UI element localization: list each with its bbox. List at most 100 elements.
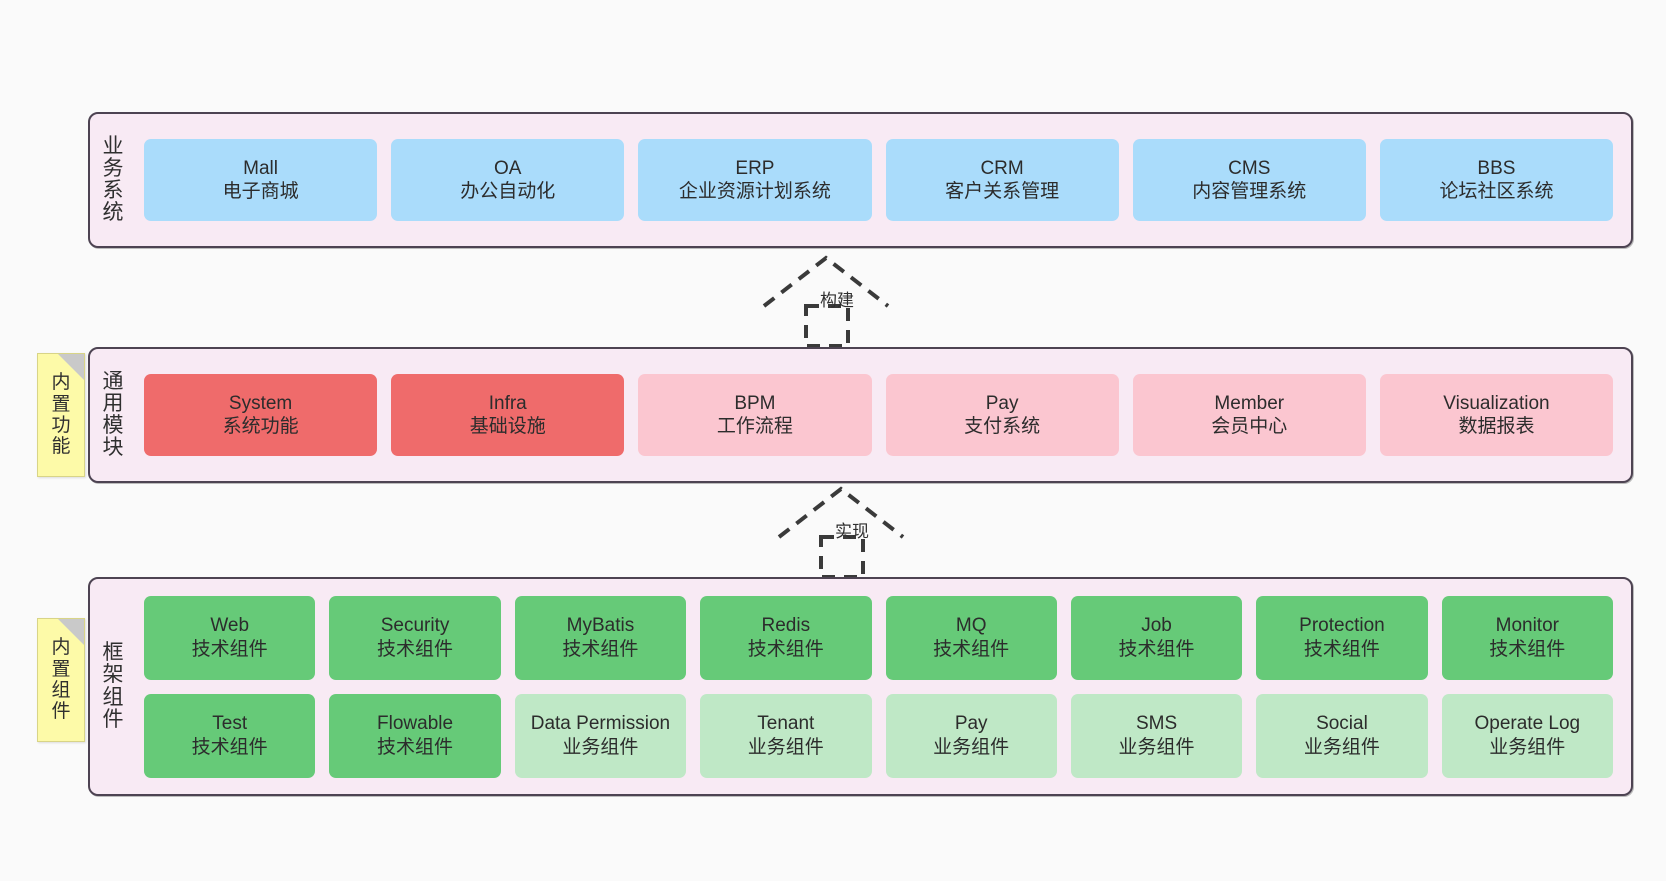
card-title: Redis: [761, 615, 811, 637]
card-protection[interactable]: Protection 技术组件: [1256, 595, 1428, 680]
card-subtitle: 技术组件: [377, 736, 454, 758]
card-subtitle: 技术组件: [191, 736, 268, 758]
card-system[interactable]: System 系统功能: [144, 374, 378, 456]
connector-implement: 实现: [777, 483, 927, 579]
card-title: BBS: [1477, 157, 1516, 179]
layer-business-systems: 业 务 系 统 Mall 电子商城 OA 办公自动化 ERP 企业资源计划系统: [88, 112, 1633, 248]
card-erp[interactable]: ERP 企业资源计划系统: [638, 139, 872, 221]
card-title: BPM: [734, 392, 776, 414]
card-title: Protection: [1299, 615, 1385, 637]
card-title: Visualization: [1443, 392, 1550, 414]
note-char: 置: [51, 393, 71, 415]
card-cms[interactable]: CMS 内容管理系统: [1132, 139, 1366, 221]
card-title: Infra: [488, 392, 527, 414]
card-mq[interactable]: MQ 技术组件: [885, 595, 1057, 680]
card-tenant[interactable]: Tenant 业务组件: [700, 693, 872, 778]
layer-body-common-modules: System 系统功能 Infra 基础设施 BPM 工作流程 Pay 支付系统…: [136, 349, 1631, 481]
card-title: MQ: [955, 615, 987, 637]
card-title: CMS: [1228, 157, 1271, 179]
card-title: Data Permission: [530, 713, 671, 735]
card-subtitle: 基础设施: [469, 416, 546, 437]
card-subtitle: 技术组件: [377, 638, 454, 660]
card-subtitle: 技术组件: [1489, 638, 1566, 660]
layer-title-char: 架: [102, 663, 124, 687]
layer-title-char: 框: [102, 641, 124, 664]
layer-title-char: 件: [102, 707, 124, 731]
card-title: Flowable: [377, 713, 454, 735]
card-subtitle: 业务组件: [562, 736, 639, 758]
card-title: Pay: [954, 713, 988, 735]
card-job[interactable]: Job 技术组件: [1070, 595, 1243, 680]
card-subtitle: 数据报表: [1458, 416, 1535, 437]
card-title: Security: [380, 615, 450, 637]
note-char: 组: [51, 680, 71, 701]
card-data-permission[interactable]: Data Permission 业务组件: [514, 693, 687, 778]
card-web[interactable]: Web 技术组件: [144, 595, 316, 680]
card-subtitle: 技术组件: [933, 638, 1010, 660]
card-crm[interactable]: CRM 客户关系管理: [885, 139, 1119, 221]
card-title: ERP: [735, 157, 775, 179]
card-subtitle: 电子商城: [222, 181, 299, 202]
dashed-arrow-up-icon: [762, 255, 890, 348]
card-pay-module[interactable]: Pay 支付系统: [885, 374, 1119, 456]
card-pay-component[interactable]: Pay 业务组件: [885, 693, 1057, 778]
layer-title-char: 统: [102, 201, 124, 225]
card-row: Test 技术组件 Flowable 技术组件 Data Permission …: [144, 693, 1613, 778]
card-title: Job: [1141, 615, 1172, 637]
layer-framework-components: 框 架 组 件 Web 技术组件 Security 技术组件 MyBatis 技…: [88, 577, 1633, 796]
card-subtitle: 技术组件: [191, 638, 268, 660]
card-visualization[interactable]: Visualization 数据报表: [1379, 374, 1614, 456]
layer-body-framework-components: Web 技术组件 Security 技术组件 MyBatis 技术组件 Redi…: [136, 579, 1631, 794]
sticky-note-builtin-components: 内 置 组 件: [37, 618, 85, 742]
note-char: 置: [51, 658, 71, 680]
card-subtitle: 业务组件: [747, 736, 824, 758]
card-infra[interactable]: Infra 基础设施: [391, 374, 625, 456]
card-row: Mall 电子商城 OA 办公自动化 ERP 企业资源计划系统 CRM 客户关系…: [144, 139, 1614, 221]
layer-common-modules: 通 用 模 块 System 系统功能 Infra 基础设施 BPM 工作流程: [88, 347, 1633, 483]
card-security[interactable]: Security 技术组件: [329, 595, 501, 680]
card-subtitle: 业务组件: [1118, 736, 1195, 758]
card-row: Web 技术组件 Security 技术组件 MyBatis 技术组件 Redi…: [144, 595, 1613, 680]
card-subtitle: 技术组件: [562, 638, 639, 660]
card-oa[interactable]: OA 办公自动化: [391, 139, 625, 221]
layer-title-char: 组: [102, 685, 124, 709]
card-flowable[interactable]: Flowable 技术组件: [329, 693, 501, 778]
card-title: Tenant: [757, 713, 815, 735]
sticky-note-builtin-functions: 内 置 功 能: [37, 353, 85, 477]
layer-title-char: 块: [102, 436, 124, 460]
dashed-arrow-up-icon: [777, 486, 905, 579]
card-monitor[interactable]: Monitor 技术组件: [1441, 595, 1613, 680]
note-char: 功: [51, 415, 71, 436]
card-subtitle: 客户关系管理: [945, 181, 1060, 202]
card-title: SMS: [1135, 713, 1178, 735]
card-subtitle: 技术组件: [1303, 638, 1380, 660]
layer-title-char: 系: [102, 179, 124, 202]
card-title: Test: [212, 713, 248, 735]
card-subtitle: 办公自动化: [460, 181, 556, 202]
layer-title-framework-components: 框 架 组 件: [90, 579, 136, 794]
card-title: Member: [1214, 392, 1285, 414]
card-member[interactable]: Member 会员中心: [1132, 374, 1366, 456]
card-mall[interactable]: Mall 电子商城: [144, 139, 378, 221]
card-subtitle: 业务组件: [1303, 736, 1380, 758]
card-mybatis[interactable]: MyBatis 技术组件: [514, 595, 687, 680]
card-title: Web: [210, 615, 250, 637]
layer-title-char: 模: [102, 414, 124, 437]
page-fold-icon: [58, 619, 84, 645]
card-subtitle: 工作流程: [716, 416, 793, 437]
card-sms[interactable]: SMS 业务组件: [1070, 693, 1243, 778]
card-operate-log[interactable]: Operate Log 业务组件: [1441, 693, 1613, 778]
connector-label-build: 构建: [820, 291, 854, 310]
layer-body-business-systems: Mall 电子商城 OA 办公自动化 ERP 企业资源计划系统 CRM 客户关系…: [136, 114, 1631, 246]
card-subtitle: 业务组件: [1489, 736, 1566, 758]
card-social[interactable]: Social 业务组件: [1256, 693, 1428, 778]
layer-title-char: 用: [102, 391, 124, 415]
layer-title-char: 务: [102, 156, 124, 180]
card-bbs[interactable]: BBS 论坛社区系统: [1379, 139, 1614, 221]
card-test[interactable]: Test 技术组件: [144, 693, 316, 778]
card-subtitle: 业务组件: [933, 736, 1010, 758]
card-title: Pay: [985, 392, 1019, 414]
card-redis[interactable]: Redis 技术组件: [700, 595, 872, 680]
card-bpm[interactable]: BPM 工作流程: [638, 374, 872, 456]
